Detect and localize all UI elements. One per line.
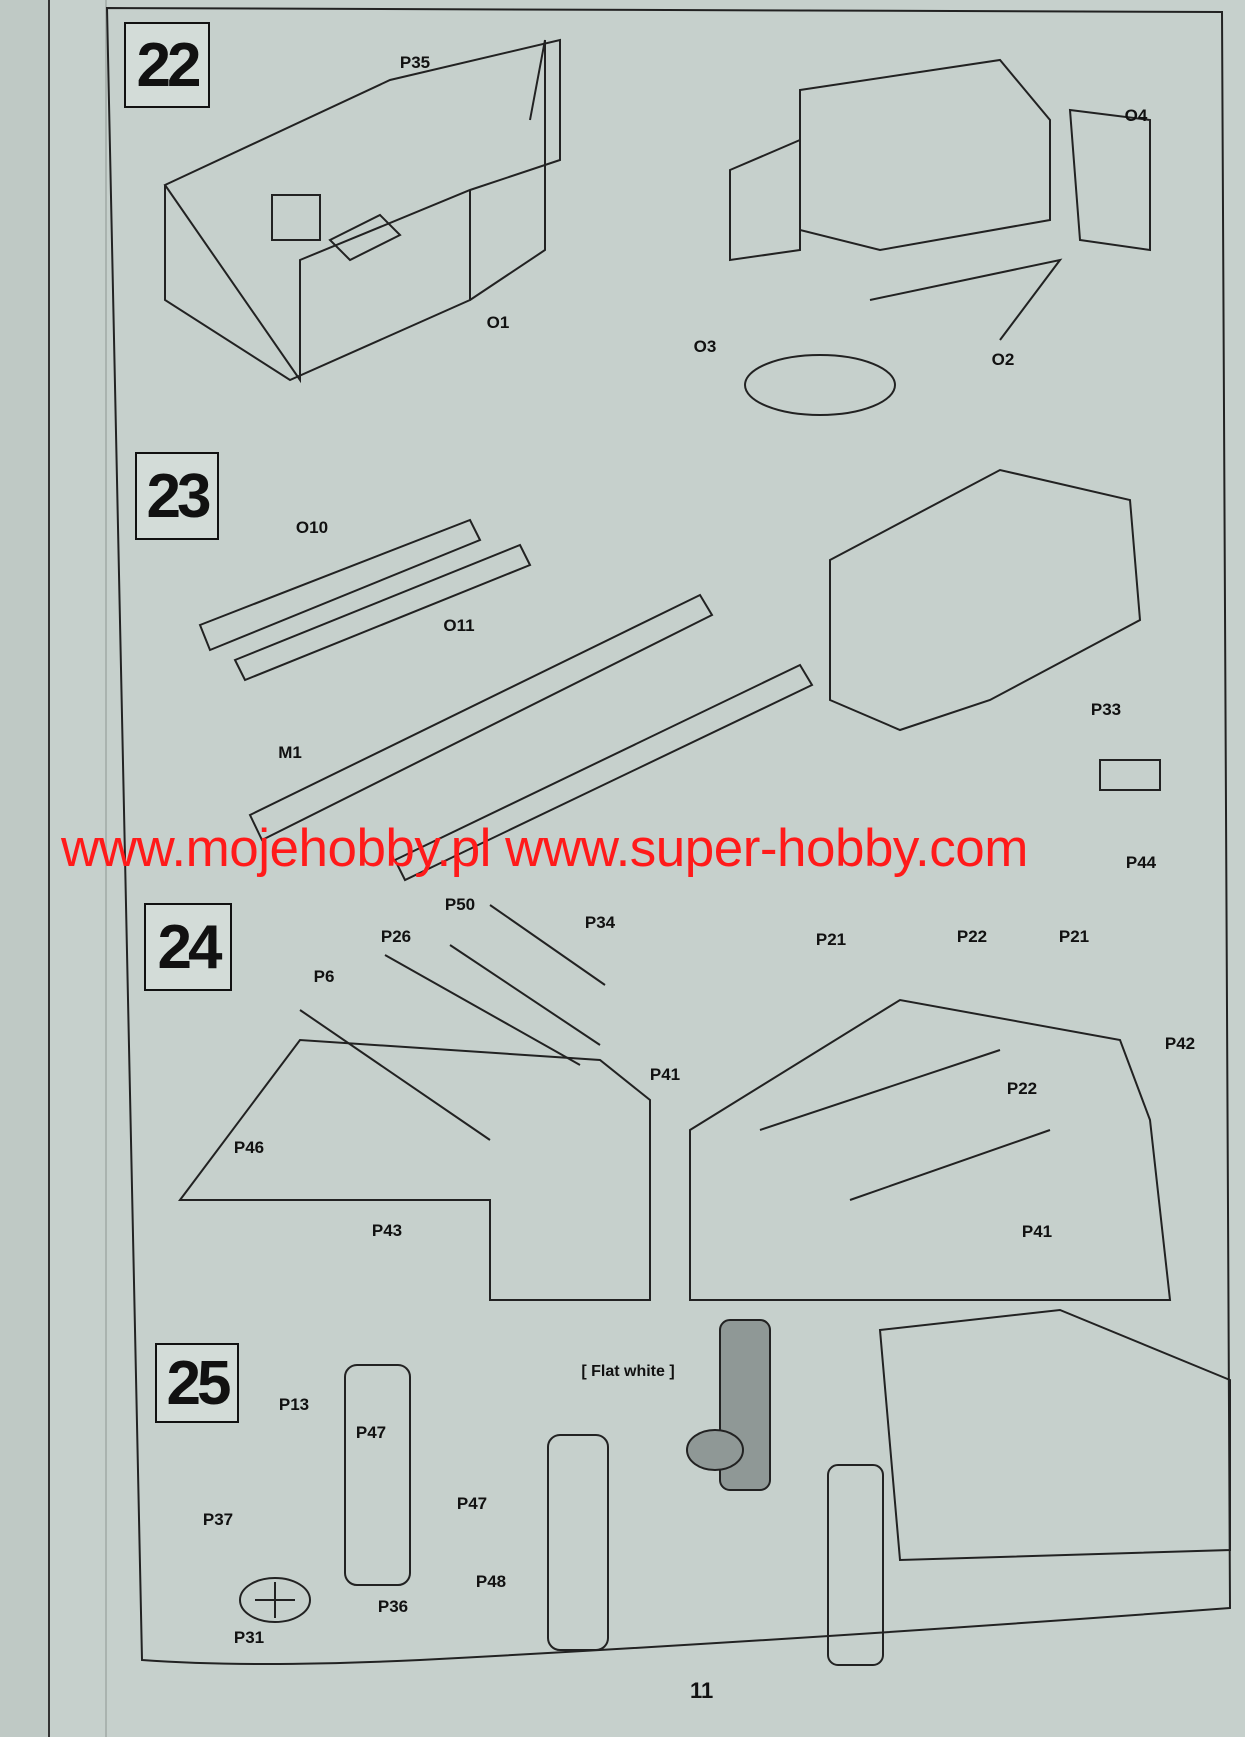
part-label: P47 [456, 1494, 488, 1513]
part-label: O3 [693, 337, 717, 356]
part-label: O11 [443, 616, 475, 635]
part-label: P47 [355, 1423, 387, 1442]
part-label: P44 [1125, 853, 1157, 872]
part-label: O10 [295, 518, 329, 537]
part-label: P46 [233, 1138, 265, 1157]
part-label: P6 [313, 967, 335, 986]
part-label: P41 [1021, 1222, 1053, 1241]
page-number: 11 [690, 1678, 714, 1703]
part-label: O1 [486, 313, 510, 332]
part-label: P43 [371, 1221, 403, 1240]
step-number-22: 22 [124, 22, 210, 108]
step-number-25: 25 [155, 1343, 239, 1423]
page-gutter [105, 0, 107, 1737]
part-label: O2 [991, 350, 1015, 369]
part-label: P41 [649, 1065, 681, 1084]
paint-note: [ Flat white ] [581, 1363, 675, 1380]
step22-turret-drawing [729, 58, 1151, 416]
part-label: P33 [1090, 700, 1122, 719]
part-label: P50 [444, 895, 476, 914]
step24-hull-drawing [178, 904, 1172, 1301]
page-frame [105, 6, 1232, 1665]
part-label: P35 [399, 53, 431, 72]
part-label: P34 [584, 913, 616, 932]
part-label: P48 [475, 1572, 507, 1591]
part-label: P37 [202, 1510, 234, 1529]
step-number-24: 24 [144, 903, 232, 991]
part-label: P22 [956, 927, 988, 946]
step23-gun-drawing [198, 468, 1161, 882]
part-label: P21 [815, 930, 847, 949]
part-label: O4 [1124, 106, 1148, 125]
step25-hatch-drawing [239, 1308, 1231, 1666]
step-number-23: 23 [135, 452, 219, 540]
part-label: P31 [233, 1628, 265, 1647]
part-label: P21 [1058, 927, 1090, 946]
part-label: P42 [1164, 1034, 1196, 1053]
part-label: P36 [377, 1597, 409, 1616]
previous-page-edge [0, 0, 50, 1737]
part-label: P13 [278, 1395, 310, 1414]
step22-hull-drawing [163, 38, 561, 384]
watermark: www.mojehobby.pl www.super-hobby.com [61, 819, 1028, 878]
part-label: P22 [1006, 1079, 1038, 1098]
part-label: M1 [278, 743, 302, 762]
part-label: P26 [380, 927, 412, 946]
